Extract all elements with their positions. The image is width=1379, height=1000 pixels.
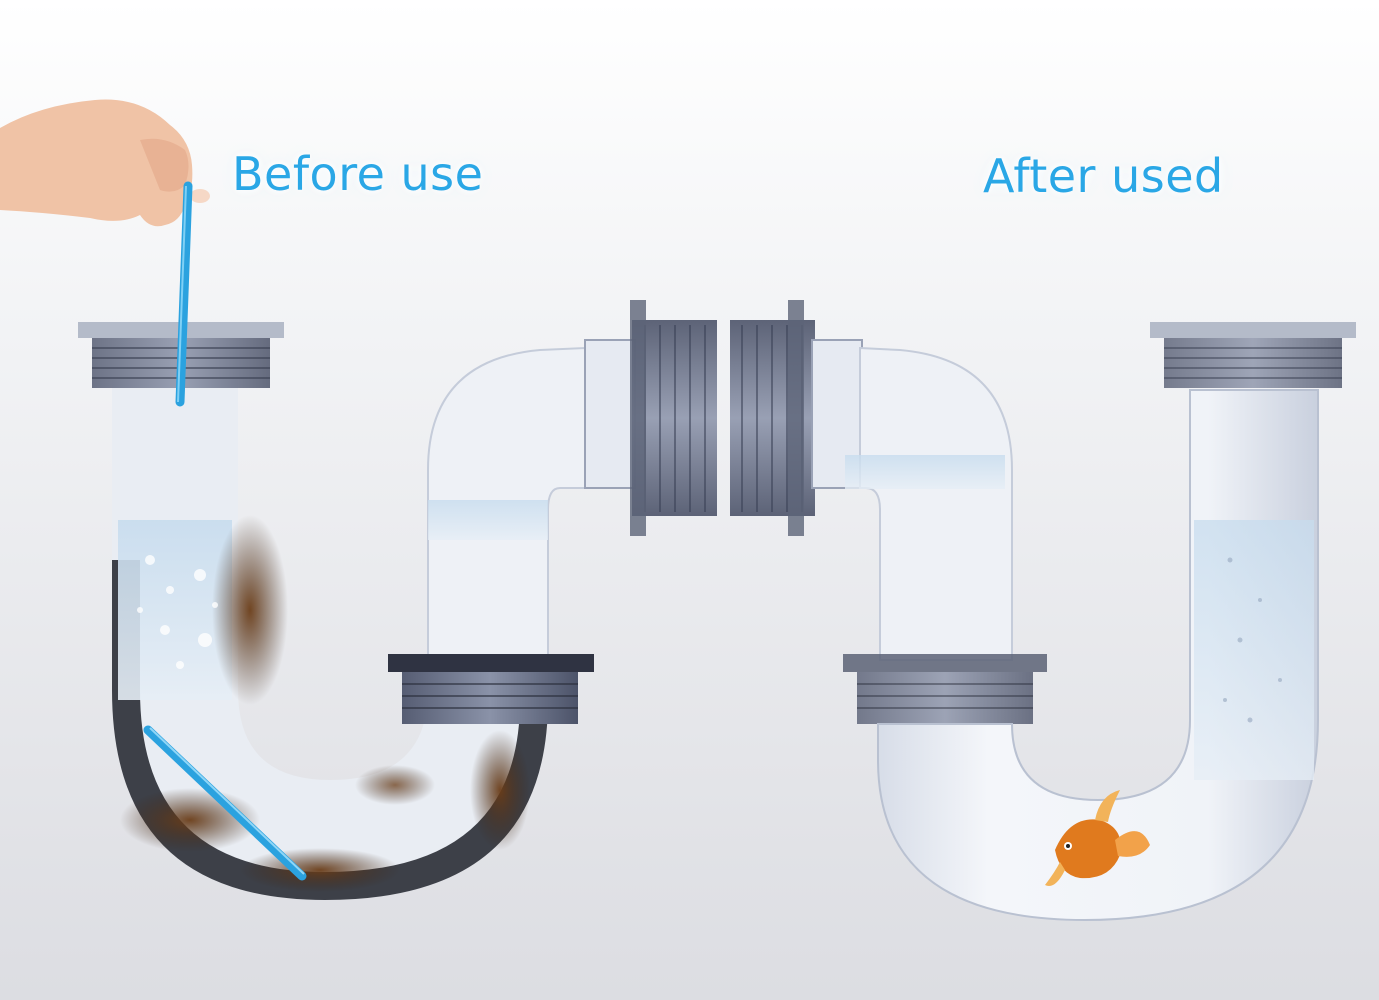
goldfish-icon — [1045, 790, 1150, 886]
after-pipe — [730, 300, 1356, 922]
before-use-caption: Before use — [232, 147, 484, 201]
hand-icon — [0, 99, 210, 227]
before-pipe — [78, 300, 717, 900]
cleaning-stick-icon — [143, 181, 307, 881]
after-used-caption: After used — [983, 149, 1224, 203]
